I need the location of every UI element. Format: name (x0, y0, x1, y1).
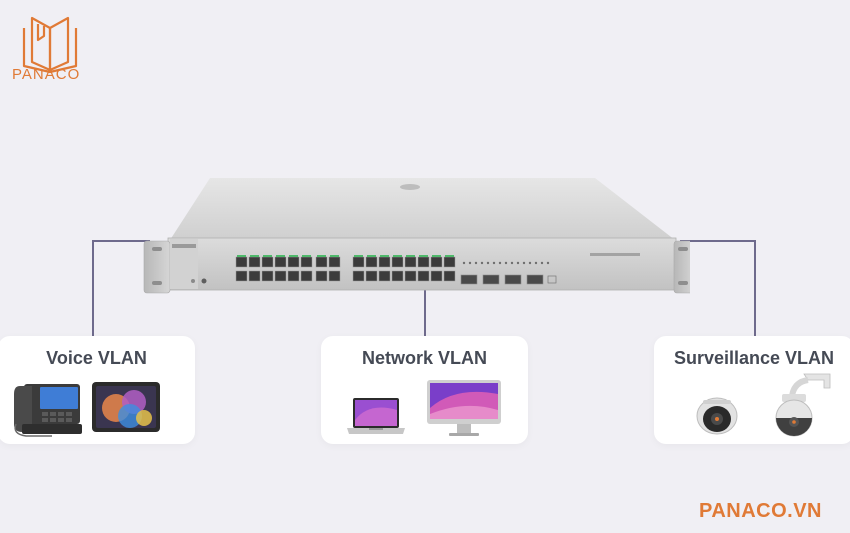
tablet-icon (90, 380, 162, 434)
network-vlan-title: Network VLAN (321, 348, 528, 369)
voice-vlan-card: Voice VLAN (0, 336, 195, 444)
desktop-monitor-icon (425, 378, 503, 438)
dome-camera-icon (694, 392, 740, 436)
network-vlan-card: Network VLAN (321, 336, 528, 444)
surveillance-vlan-card: Surveillance VLAN (654, 336, 850, 444)
laptop-icon (345, 396, 407, 436)
surveillance-vlan-title: Surveillance VLAN (654, 348, 850, 369)
connector-right-vertical (754, 240, 756, 336)
website-label: PANACO.VN (699, 500, 822, 523)
voice-vlan-title: Voice VLAN (0, 348, 195, 369)
ip-phone-icon (12, 380, 84, 438)
ptz-camera-icon (764, 370, 836, 438)
network-switch-icon (140, 175, 690, 305)
connector-right-horizontal (680, 240, 756, 242)
connector-left-vertical (92, 240, 94, 336)
logo-text: PANACO (12, 66, 80, 83)
